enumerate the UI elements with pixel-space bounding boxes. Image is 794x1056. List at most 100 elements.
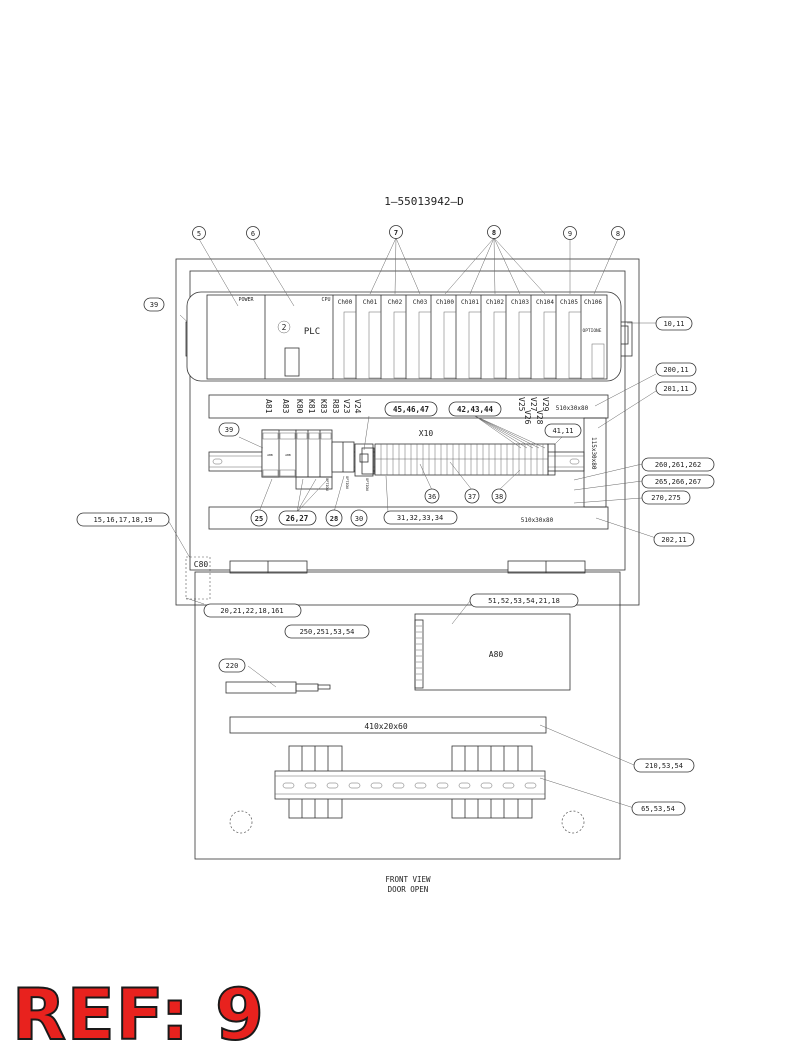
callout-label: 26,27 xyxy=(286,514,309,523)
power-module-label: POWER xyxy=(238,297,254,303)
device-tag: V24 xyxy=(353,399,362,414)
leader-lines xyxy=(167,237,656,605)
callout-label: 30 xyxy=(355,515,363,523)
plc-display xyxy=(284,347,300,377)
device-tag: V29 xyxy=(541,397,550,412)
callout-label: 201,11 xyxy=(663,385,688,393)
callout-label: 210,53,54 xyxy=(645,762,683,770)
callout-label: 8 xyxy=(616,230,620,238)
terminal-block-x10 xyxy=(361,443,556,476)
callout-label: 45,46,47 xyxy=(393,405,429,414)
device-tag: A81 xyxy=(264,399,273,414)
lower-wire-duct xyxy=(208,506,609,530)
cable-duct-label: 410x20x60 xyxy=(364,722,408,731)
c80-device xyxy=(185,556,211,600)
a80-label: A80 xyxy=(489,650,504,659)
channel-label: Ch01 xyxy=(363,299,378,306)
hinge-right xyxy=(507,560,586,574)
c80-label: C80 xyxy=(194,560,209,569)
callout-label: 9 xyxy=(568,230,572,238)
callout-label: 250,251,53,54 xyxy=(300,628,355,636)
cabinet-outer xyxy=(175,258,640,606)
device-tag: V28 xyxy=(535,410,544,425)
view-caption-line1: FRONT VIEW xyxy=(385,875,431,884)
door-lock-left xyxy=(229,810,253,834)
lower-duct-label: 510x30x80 xyxy=(521,517,554,524)
callout-label: 25 xyxy=(255,515,263,523)
device-tag: A83 xyxy=(281,399,290,414)
callout-label: 202,11 xyxy=(661,536,686,544)
callout-label: 8 xyxy=(492,229,496,237)
vertical-duct-label: 115x30x80 xyxy=(590,437,597,470)
channel-modules: Ch00 Ch01 Ch02 Ch03 Ch100 Ch101 Ch102 Ch… xyxy=(338,295,605,379)
device-tag: K80 xyxy=(295,399,304,414)
channel-label: Ch103 xyxy=(511,299,529,306)
door-lamp xyxy=(225,681,297,694)
callout-label: 38 xyxy=(495,493,503,501)
channel-label: Ch104 xyxy=(536,299,554,306)
plc-index: 2 xyxy=(282,323,287,332)
contactor-group xyxy=(295,429,333,478)
door-panel xyxy=(194,571,621,860)
callout-label: 6 xyxy=(251,230,255,238)
upper-wire-duct xyxy=(208,394,609,419)
callout-label: 265,266,267 xyxy=(655,478,701,486)
view-caption-line2: DOOR OPEN xyxy=(388,885,429,894)
callout-label: 200,11 xyxy=(663,366,688,374)
callout-label: 42,43,44 xyxy=(457,405,494,414)
terminal-block-label: X10 xyxy=(419,429,434,438)
svg-text:ABB: ABB xyxy=(285,453,291,457)
device-tag: V27 xyxy=(529,397,538,412)
cabinet-inner xyxy=(189,270,626,571)
upper-duct-label: 510x30x80 xyxy=(556,405,589,412)
callout-label: 220 xyxy=(226,662,239,670)
callout-label: 39 xyxy=(225,426,233,434)
optione-label: OPTIONE xyxy=(583,328,602,334)
channel-label: Ch106 xyxy=(584,299,602,306)
callout-label: 51,52,53,54,21,18 xyxy=(488,597,560,605)
channel-label: Ch02 xyxy=(388,299,403,306)
door-cable-duct xyxy=(229,716,547,734)
callout-label: 65,53,54 xyxy=(641,805,675,813)
callout-label: 270,275 xyxy=(651,494,681,502)
channel-label: Ch100 xyxy=(436,299,454,306)
option-label: OPTION xyxy=(345,476,349,489)
callout-label: 7 xyxy=(394,229,398,237)
channel-label: Ch101 xyxy=(461,299,479,306)
ref-label: REF: 9 xyxy=(11,974,265,1056)
option-label: OPTION xyxy=(325,478,329,491)
callout-label: 260,261,262 xyxy=(655,461,701,469)
callout-label: 10,11 xyxy=(663,320,684,328)
callout-label: 37 xyxy=(468,493,476,501)
svg-text:ABB: ABB xyxy=(267,453,273,457)
device-tag: V23 xyxy=(342,399,351,414)
channel-label: Ch105 xyxy=(560,299,578,306)
door-din-rail xyxy=(274,745,546,819)
device-tag: K83 xyxy=(319,399,328,414)
hinge-left xyxy=(229,560,308,574)
callout-label: 41,11 xyxy=(552,427,573,435)
device-tag: R83 xyxy=(331,399,340,414)
callout-label: 39 xyxy=(150,301,158,309)
device-tag: K81 xyxy=(307,399,316,414)
plc-rack xyxy=(186,291,622,382)
callout-label: 5 xyxy=(197,230,201,238)
callout-label: 31,32,33,34 xyxy=(397,514,443,522)
drawing-number: 1—55013942—D xyxy=(384,195,463,208)
device-tags-right: V25 V26 V27 V28 V29 xyxy=(517,397,550,425)
callout-label: 15,16,17,18,19 xyxy=(93,516,152,524)
door-leader-lines xyxy=(247,600,635,809)
device-tag: V25 xyxy=(517,397,526,412)
door-lock-right xyxy=(561,810,585,834)
device-tags-left: A81 A83 K80 K81 K83 R83 V23 V24 xyxy=(264,399,362,414)
option-label: OPTION xyxy=(365,478,369,491)
channel-label: Ch102 xyxy=(486,299,504,306)
plc-label: PLC xyxy=(304,327,320,337)
callout-label: 36 xyxy=(428,493,436,501)
channel-label: Ch00 xyxy=(338,299,353,306)
channel-label: Ch03 xyxy=(413,299,428,306)
device-tag: V26 xyxy=(523,410,532,425)
cpu-module-label: CPU xyxy=(321,297,330,303)
callout-label: 28 xyxy=(330,515,338,523)
